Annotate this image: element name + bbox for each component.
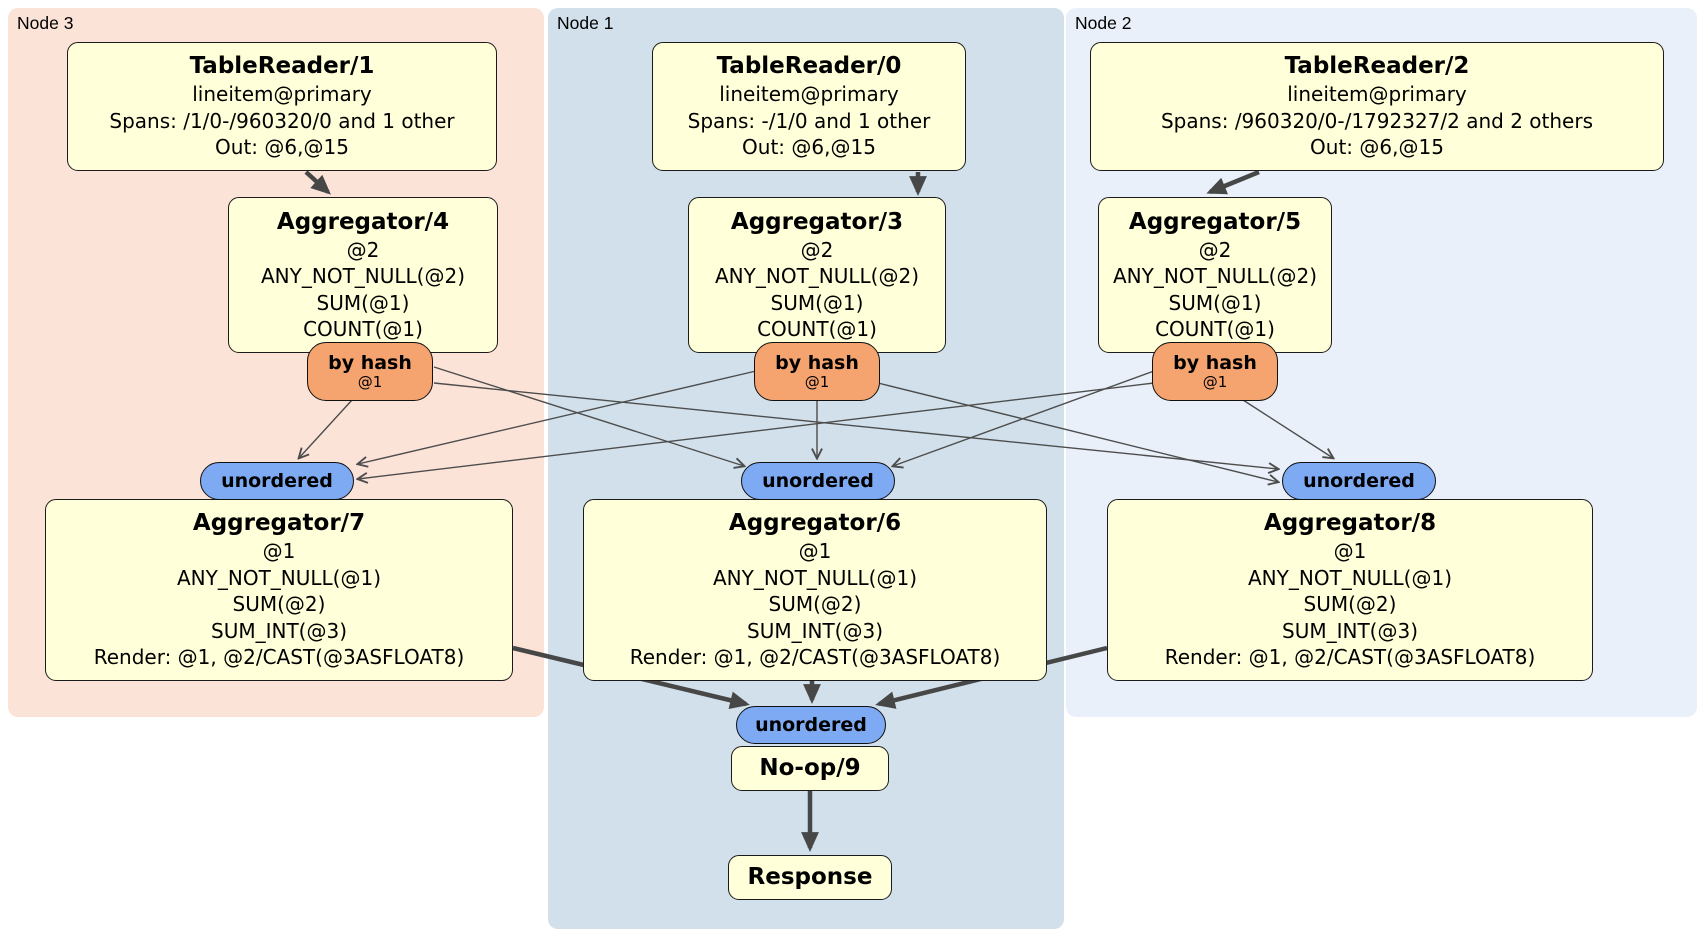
processor-line: SUM(@1): [770, 290, 864, 315]
processor-line: SUM(@2): [768, 592, 862, 617]
sync-unordered-final: unordered: [736, 706, 886, 744]
router-by-hash-node1: by hash @1: [754, 342, 880, 401]
processor-line: @1: [1333, 539, 1367, 564]
processor-line: SUM_INT(@3): [1282, 618, 1418, 643]
node-region-label: Node 3: [17, 13, 74, 33]
processor-title: Aggregator/8: [1263, 510, 1437, 537]
processor-line: Render: @1, @2/CAST(@3ASFLOAT8): [1164, 645, 1536, 670]
processor-aggregator-8: Aggregator/8 @1 ANY_NOT_NULL(@1) SUM(@2)…: [1107, 499, 1593, 681]
router-label: by hash: [328, 352, 412, 374]
sync-unordered-node3: unordered: [200, 462, 354, 500]
sync-unordered-node2: unordered: [1282, 462, 1436, 500]
processor-line: SUM(@1): [316, 290, 410, 315]
processor-tablereader-1: TableReader/1 lineitem@primary Spans: /1…: [67, 42, 497, 171]
processor-title: Aggregator/4: [276, 208, 450, 235]
processor-title: Response: [747, 864, 873, 890]
processor-title: TableReader/0: [716, 53, 902, 80]
processor-title: Aggregator/5: [1128, 208, 1302, 235]
processor-line: lineitem@primary: [719, 82, 899, 107]
processor-line: ANY_NOT_NULL(@2): [1113, 264, 1317, 288]
processor-title: Aggregator/3: [730, 208, 904, 235]
processor-line: COUNT(@1): [757, 317, 877, 341]
processor-tablereader-2: TableReader/2 lineitem@primary Spans: /9…: [1090, 42, 1664, 171]
sync-label: unordered: [755, 714, 867, 736]
node-region-label: Node 2: [1075, 13, 1132, 33]
router-by-hash-node2: by hash @1: [1152, 342, 1278, 401]
sync-label: unordered: [762, 470, 874, 492]
processor-line: Out: @6,@15: [742, 135, 876, 160]
processor-line: SUM(@2): [1303, 592, 1397, 617]
processor-line: SUM(@2): [232, 592, 326, 617]
processor-aggregator-5: Aggregator/5 @2 ANY_NOT_NULL(@2) SUM(@1)…: [1098, 197, 1332, 353]
processor-noop-9: No-op/9: [731, 746, 889, 791]
processor-line: SUM(@1): [1168, 290, 1262, 315]
router-label: by hash: [775, 352, 859, 374]
processor-line: lineitem@primary: [1287, 82, 1467, 107]
processor-aggregator-7: Aggregator/7 @1 ANY_NOT_NULL(@1) SUM(@2)…: [45, 499, 513, 681]
processor-title: Aggregator/7: [192, 510, 366, 537]
processor-line: Spans: -/1/0 and 1 other: [687, 108, 931, 133]
processor-line: Spans: /960320/0-/1792327/2 and 2 others: [1160, 108, 1593, 133]
processor-line: @2: [1198, 237, 1232, 262]
router-detail: @1: [357, 373, 383, 391]
processor-line: lineitem@primary: [192, 82, 372, 107]
sync-label: unordered: [221, 470, 333, 492]
processor-line: COUNT(@1): [303, 317, 423, 341]
processor-title: No-op/9: [759, 755, 861, 781]
processor-title: Aggregator/6: [728, 510, 902, 537]
response-node: Response: [728, 855, 892, 900]
processor-line: COUNT(@1): [1155, 317, 1275, 341]
sync-label: unordered: [1303, 470, 1415, 492]
node-region-label: Node 1: [557, 13, 614, 33]
sync-unordered-node1: unordered: [741, 462, 895, 500]
processor-tablereader-0: TableReader/0 lineitem@primary Spans: -/…: [652, 42, 966, 171]
router-detail: @1: [804, 373, 830, 391]
processor-line: SUM_INT(@3): [211, 618, 347, 643]
router-label: by hash: [1173, 352, 1257, 374]
processor-line: @1: [798, 539, 832, 564]
processor-line: SUM_INT(@3): [747, 618, 883, 643]
processor-line: @1: [262, 539, 296, 564]
processor-title: TableReader/2: [1284, 53, 1470, 80]
processor-line: ANY_NOT_NULL(@1): [1248, 565, 1452, 590]
router-detail: @1: [1202, 373, 1228, 391]
processor-line: ANY_NOT_NULL(@1): [713, 565, 917, 590]
router-by-hash-node3: by hash @1: [307, 342, 433, 401]
processor-line: @2: [346, 237, 380, 262]
processor-aggregator-6: Aggregator/6 @1 ANY_NOT_NULL(@1) SUM(@2)…: [583, 499, 1047, 681]
processor-line: ANY_NOT_NULL(@2): [715, 264, 919, 288]
processor-line: @2: [800, 237, 834, 262]
processor-line: Render: @1, @2/CAST(@3ASFLOAT8): [93, 645, 465, 670]
processor-line: ANY_NOT_NULL(@2): [261, 264, 465, 288]
processor-line: ANY_NOT_NULL(@1): [177, 565, 381, 590]
processor-aggregator-3: Aggregator/3 @2 ANY_NOT_NULL(@2) SUM(@1)…: [688, 197, 946, 353]
processor-line: Render: @1, @2/CAST(@3ASFLOAT8): [629, 645, 1001, 670]
processor-line: Spans: /1/0-/960320/0 and 1 other: [109, 108, 455, 133]
processor-title: TableReader/1: [189, 53, 375, 80]
processor-line: Out: @6,@15: [1310, 135, 1444, 160]
processor-line: Out: @6,@15: [215, 135, 349, 160]
processor-aggregator-4: Aggregator/4 @2 ANY_NOT_NULL(@2) SUM(@1)…: [228, 197, 498, 353]
